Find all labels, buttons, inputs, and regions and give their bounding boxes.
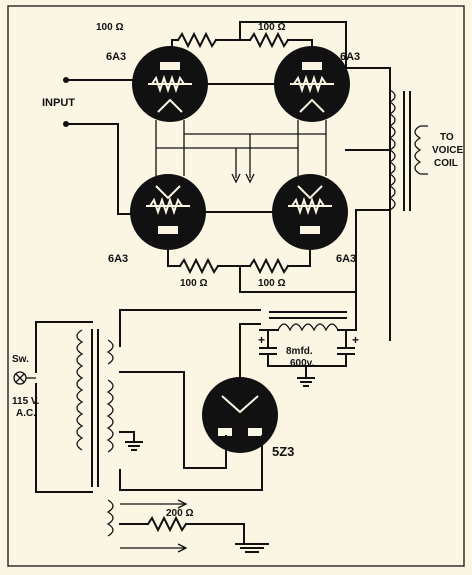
label-tube-bottom-right: 6A3	[336, 253, 356, 265]
wire-top-bridge	[215, 21, 347, 41]
label-cap-value: 8mfd.	[286, 346, 313, 357]
label-input: INPUT	[42, 97, 75, 109]
label-tube-bottom-left: 6A3	[108, 253, 128, 265]
ot-core	[403, 91, 411, 211]
wire-bot-left-plate	[167, 249, 181, 267]
ot-secondary-coil	[414, 125, 422, 175]
label-rectifier: 5Z3	[272, 444, 294, 459]
wire-hv-top	[119, 309, 261, 347]
wire-rect-plate-1	[119, 371, 227, 469]
label-r-bot-right: 100 Ω	[258, 278, 285, 289]
tube-rectifier	[202, 377, 278, 453]
resistor-hum	[146, 515, 188, 533]
hum-ground	[235, 543, 269, 553]
pt-core	[91, 329, 99, 487]
switch-cross	[15, 373, 25, 383]
fil-arrow-1	[177, 499, 188, 509]
label-voice: VOICE	[432, 145, 463, 156]
wire-input-2	[65, 123, 131, 215]
label-cap-plus-2: +	[352, 333, 359, 347]
label-coil: COIL	[434, 158, 458, 169]
pt-fil-coil	[106, 499, 114, 537]
pt-hv-coil	[106, 379, 114, 453]
label-sw: Sw.	[12, 354, 29, 365]
wire-mains	[35, 321, 93, 493]
wire-rect-plate-2	[119, 435, 263, 491]
pt-primary-coil	[76, 329, 84, 451]
choke-core	[269, 311, 347, 319]
resistor-top-right	[248, 31, 290, 49]
resistor-top-left	[176, 31, 218, 49]
rectifier-internals	[218, 395, 262, 436]
choke-coil	[277, 323, 339, 332]
label-r-bot-left: 100 Ω	[180, 278, 207, 289]
wire-rect-cathode	[239, 323, 261, 378]
label-mains-v: 115 V.	[12, 396, 40, 407]
ct-ground	[125, 431, 143, 451]
label-cap-voltage: 600v.	[290, 358, 315, 369]
label-r-hum: 200 Ω	[166, 508, 193, 519]
pt-hv-coil-top	[106, 339, 114, 365]
ot-secondary-leads	[420, 125, 428, 175]
wire-hum-right	[185, 523, 245, 545]
wire-plate-supply	[345, 39, 391, 341]
tube-bottom-left	[130, 174, 206, 250]
wire-filament-bus	[156, 133, 326, 149]
tube-bottom-right	[272, 174, 348, 250]
label-r-top-left: 100 Ω	[96, 22, 123, 33]
fil-lead-2	[120, 543, 188, 553]
label-r-top-right: 100 Ω	[258, 22, 285, 33]
wire-filament-leads	[235, 134, 251, 178]
filter-cap-2	[337, 329, 355, 367]
filament-arrows	[231, 173, 255, 184]
label-tube-top-right: 6A3	[340, 51, 360, 63]
label-tube-top-left: 6A3	[106, 51, 126, 63]
wire-bot-right-plate	[287, 249, 311, 267]
filter-cap-1	[259, 329, 277, 367]
filter-ground	[267, 365, 347, 387]
label-cap-plus-1: +	[258, 333, 265, 347]
resistor-bot-right	[248, 257, 290, 275]
diagram-border	[7, 5, 465, 567]
resistor-bot-left	[178, 257, 220, 275]
tube-internals	[146, 62, 334, 234]
ot-primary-coil	[388, 89, 396, 211]
label-to: TO	[440, 132, 454, 143]
label-mains-ac: A.C.	[16, 408, 36, 419]
